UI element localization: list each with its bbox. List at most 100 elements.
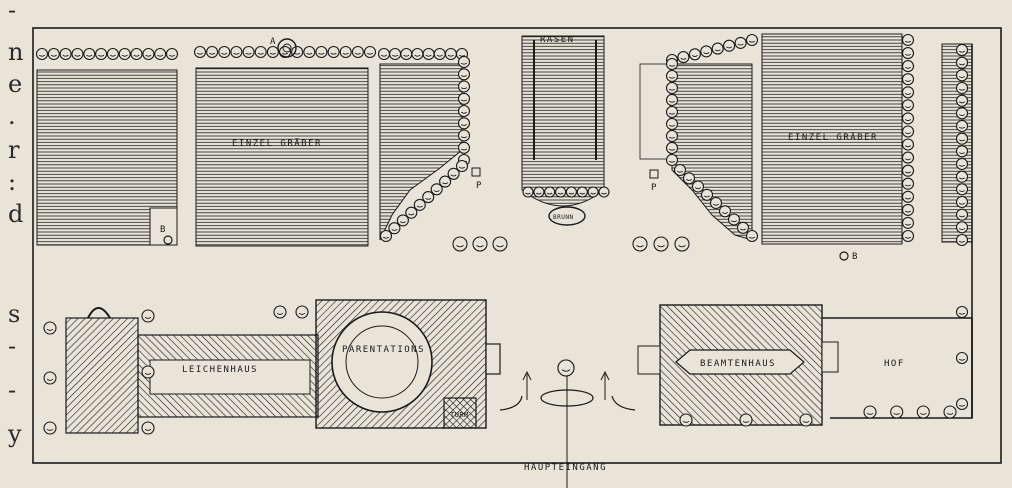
- margin-char: .: [8, 102, 16, 130]
- tree: [389, 47, 402, 61]
- fountain: [548, 206, 586, 226]
- tree: [141, 309, 155, 323]
- tree-shade: [298, 312, 306, 315]
- tree-shade: [904, 197, 912, 200]
- tree: [444, 47, 457, 61]
- tree-shade: [748, 40, 756, 43]
- tree-shade: [561, 369, 571, 372]
- courtyard-wall: [822, 44, 973, 419]
- tree: [351, 45, 364, 59]
- tree: [43, 321, 57, 335]
- tree-shade: [168, 54, 176, 57]
- tree: [711, 42, 724, 55]
- tree-shade: [668, 160, 676, 163]
- label-rasen: RASEN: [540, 35, 575, 45]
- tree-shade: [354, 52, 361, 55]
- tree-shade: [433, 190, 440, 192]
- beamtenhaus-building: [637, 304, 839, 426]
- tree: [130, 47, 143, 61]
- label-beamtenhaus: BEAMTENHAUS: [700, 359, 776, 369]
- tree-shade: [668, 76, 676, 79]
- tree-shade: [904, 223, 912, 226]
- margin-char: -: [8, 332, 16, 360]
- tree-shade: [904, 79, 912, 82]
- tree-shade: [748, 236, 756, 239]
- tree-shade: [904, 236, 912, 239]
- tree: [727, 213, 741, 226]
- tree-shade: [694, 187, 702, 190]
- tree-shade: [739, 228, 747, 231]
- tree-shade: [425, 54, 432, 57]
- tree: [206, 45, 219, 59]
- tree: [679, 413, 693, 427]
- tree-shade: [958, 114, 966, 116]
- tree-shade: [691, 55, 698, 57]
- tree: [457, 117, 471, 130]
- tree: [472, 236, 488, 252]
- tree: [955, 305, 969, 319]
- tree-shade: [442, 182, 449, 185]
- tree-shade: [958, 177, 966, 180]
- margin-char: r: [8, 136, 20, 164]
- tree-shade: [958, 76, 966, 78]
- tree: [901, 190, 915, 203]
- tree: [955, 397, 969, 411]
- tree-shade: [680, 57, 687, 60]
- margin-text: -ne.r:ds--y: [7, 0, 23, 448]
- tree-shade: [958, 358, 966, 361]
- tree-shade: [546, 192, 553, 195]
- tree: [218, 45, 231, 59]
- tree-shade: [121, 54, 128, 57]
- tree-shade: [726, 46, 733, 49]
- tree: [943, 405, 957, 419]
- tree: [955, 119, 969, 133]
- tree: [457, 104, 471, 118]
- tree-shade: [46, 328, 54, 331]
- tree-shade: [330, 52, 337, 55]
- tree: [327, 45, 340, 59]
- tree-shade: [460, 99, 468, 102]
- tree-shade: [460, 136, 468, 139]
- tree-shade: [144, 316, 152, 319]
- tree: [653, 236, 669, 252]
- tree: [193, 45, 207, 59]
- tree-shade: [636, 245, 644, 248]
- tree: [291, 45, 304, 59]
- tree: [455, 159, 469, 173]
- hedge-trees: [35, 33, 969, 435]
- tree: [533, 186, 545, 198]
- tree: [457, 129, 471, 142]
- tree: [339, 45, 352, 59]
- tree: [363, 45, 377, 59]
- tree-shade: [46, 428, 54, 431]
- tree: [901, 138, 915, 151]
- tree: [700, 45, 713, 58]
- tree: [83, 47, 96, 61]
- tree: [955, 183, 969, 196]
- tree: [141, 421, 155, 435]
- tree: [154, 47, 167, 61]
- tree-shade: [958, 202, 966, 205]
- tree-shade: [196, 52, 204, 55]
- tree: [955, 145, 969, 158]
- tree: [955, 132, 969, 145]
- tree: [901, 151, 915, 164]
- tree-shade: [958, 190, 966, 192]
- tree-shade: [458, 54, 466, 57]
- tree: [457, 141, 471, 154]
- tree-shade: [380, 54, 388, 57]
- tree: [665, 69, 679, 83]
- tree-shade: [668, 100, 676, 103]
- tree-shade: [209, 52, 216, 55]
- tree: [665, 141, 679, 155]
- tree-shade: [145, 54, 152, 57]
- tree-shade: [50, 54, 57, 57]
- tree: [254, 45, 267, 59]
- margin-char: y: [7, 420, 22, 448]
- tree-shade: [904, 93, 912, 95]
- tree-shade: [958, 240, 966, 243]
- tree-shade: [476, 245, 484, 248]
- tree: [955, 69, 969, 82]
- tree-shade: [668, 112, 676, 115]
- tree: [955, 94, 969, 107]
